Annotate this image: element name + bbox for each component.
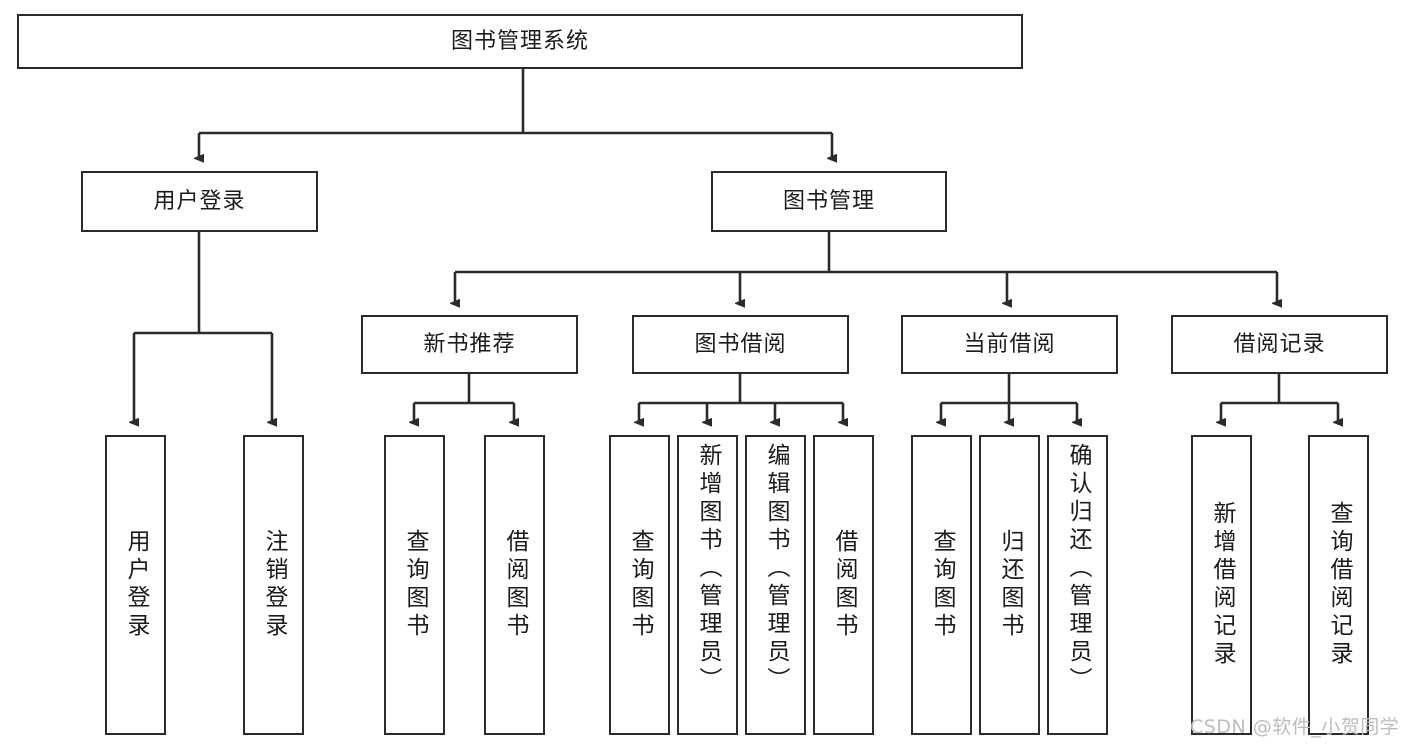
node-leaf-add-record[interactable]: 新增借阅记录 [1191,435,1252,735]
node-book-manage[interactable]: 图书管理 [711,171,947,232]
node-book-borrow-label: 图书借阅 [694,331,787,357]
node-leaf-add-book[interactable]: 新增图书（管理员） [677,435,738,735]
node-root[interactable]: 图书管理系统 [17,14,1023,69]
node-leaf-borrow-book-1-label: 借阅图书 [502,529,528,641]
node-leaf-borrow-book-2-label: 借阅图书 [831,529,857,641]
node-borrow-record-label: 借阅记录 [1233,331,1326,357]
node-root-label: 图书管理系统 [450,28,589,54]
node-leaf-borrow-book-1[interactable]: 借阅图书 [484,435,545,735]
node-leaf-confirm-return-label: 确认归还（管理员） [1065,443,1091,695]
node-current-borrow[interactable]: 当前借阅 [901,315,1118,374]
node-leaf-return-book[interactable]: 归还图书 [979,435,1040,735]
node-leaf-logout-label: 注销登录 [261,529,287,641]
node-leaf-user-login-label: 用户登录 [123,529,149,641]
node-leaf-query-book-2-label: 查询图书 [627,529,653,641]
node-new-book-recommend-label: 新书推荐 [423,331,516,357]
node-leaf-query-book-1[interactable]: 查询图书 [384,435,445,735]
node-leaf-query-book-1-label: 查询图书 [402,529,428,641]
node-book-borrow[interactable]: 图书借阅 [632,315,849,374]
node-leaf-query-record-label: 查询借阅记录 [1326,501,1352,669]
node-leaf-query-book-3[interactable]: 查询图书 [911,435,972,735]
node-leaf-edit-book[interactable]: 编辑图书（管理员） [745,435,806,735]
watermark: CSDN @软件_小贺同学 [1190,716,1400,738]
node-leaf-query-record[interactable]: 查询借阅记录 [1308,435,1369,735]
node-leaf-return-book-label: 归还图书 [997,529,1023,641]
node-new-book-recommend[interactable]: 新书推荐 [361,315,578,374]
node-leaf-user-login[interactable]: 用户登录 [105,435,166,735]
node-book-manage-label: 图书管理 [782,188,875,214]
node-leaf-edit-book-label: 编辑图书（管理员） [763,443,789,695]
node-leaf-add-record-label: 新增借阅记录 [1209,501,1235,669]
node-leaf-logout[interactable]: 注销登录 [243,435,304,735]
node-user-login-label: 用户登录 [153,188,246,214]
node-leaf-add-book-label: 新增图书（管理员） [695,443,721,695]
node-leaf-borrow-book-2[interactable]: 借阅图书 [813,435,874,735]
node-leaf-query-book-3-label: 查询图书 [929,529,955,641]
node-leaf-confirm-return[interactable]: 确认归还（管理员） [1047,435,1108,735]
node-leaf-query-book-2[interactable]: 查询图书 [609,435,670,735]
node-user-login[interactable]: 用户登录 [81,171,318,232]
node-borrow-record[interactable]: 借阅记录 [1171,315,1388,374]
node-current-borrow-label: 当前借阅 [963,331,1056,357]
